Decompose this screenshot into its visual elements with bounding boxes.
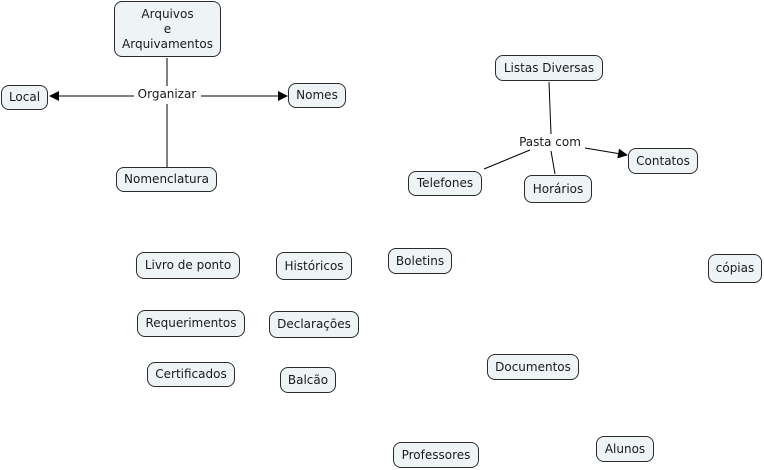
connector-listas-pasta — [548, 81, 552, 135]
concept-copias[interactable]: cópias — [708, 254, 762, 283]
connector-pasta-horarios — [550, 150, 556, 175]
concept-listas-diversas[interactable]: Listas Diversas — [495, 55, 603, 81]
concept-balcao[interactable]: Balcão — [280, 367, 336, 393]
concept-historicos[interactable]: Históricos — [276, 252, 352, 280]
concept-nomenclatura[interactable]: Nomenclatura — [116, 167, 217, 192]
concept-declaracoes[interactable]: Declarações — [269, 311, 359, 338]
concept-professores[interactable]: Professores — [393, 442, 479, 468]
concept-requerimentos[interactable]: Requerimentos — [137, 310, 245, 337]
concept-arquivos[interactable]: Arquivos e Arquivamentos — [114, 1, 221, 57]
connector-pasta-telefones — [483, 149, 531, 170]
concept-contatos[interactable]: Contatos — [628, 148, 698, 174]
concept-local[interactable]: Local — [1, 85, 48, 110]
concept-alunos[interactable]: Alunos — [596, 436, 654, 462]
linking-phrase-organizar[interactable]: Organizar — [134, 87, 200, 101]
concept-horarios[interactable]: Horários — [524, 175, 592, 203]
connector-pasta-contatos — [584, 147, 628, 159]
concept-nomes[interactable]: Nomes — [288, 83, 346, 108]
linking-phrase-pasta-com[interactable]: Pasta com — [516, 135, 584, 149]
concept-telefones[interactable]: Telefones — [408, 171, 482, 196]
concept-certificados[interactable]: Certificados — [147, 362, 235, 387]
concept-boletins[interactable]: Boletins — [388, 248, 452, 274]
concept-livro-de-ponto[interactable]: Livro de ponto — [136, 252, 240, 279]
concept-documentos[interactable]: Documentos — [487, 354, 579, 380]
